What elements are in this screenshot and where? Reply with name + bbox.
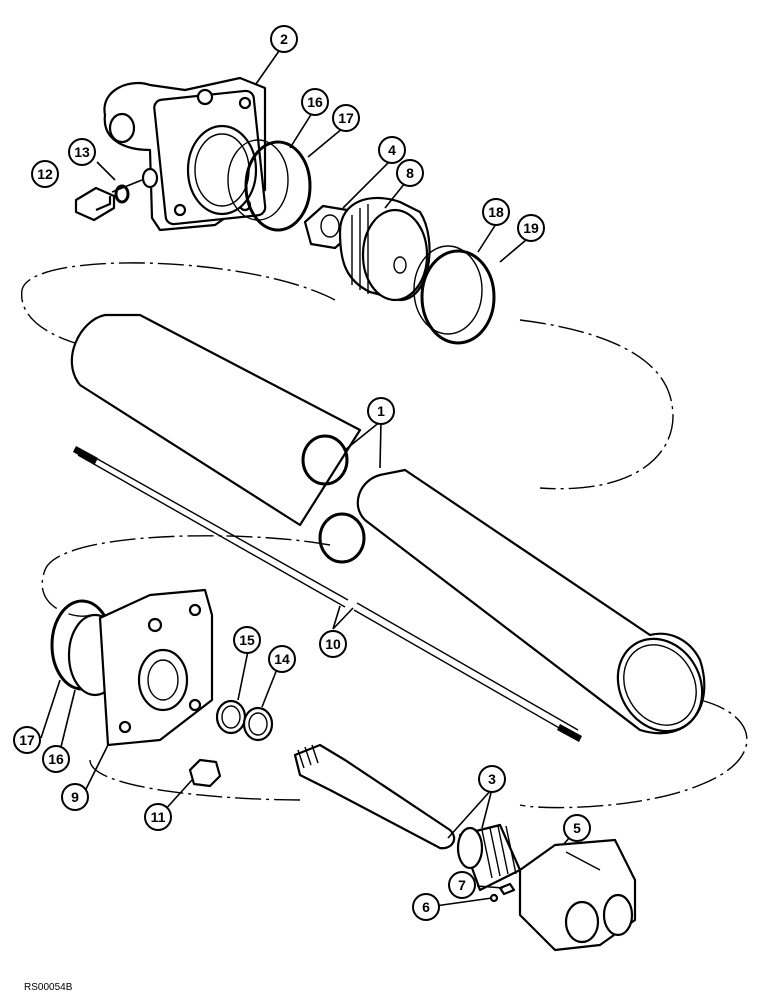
callout-15: 15 [233, 626, 261, 654]
callout-4: 4 [378, 136, 406, 164]
callout-2: 2 [270, 25, 298, 53]
svg-text:11: 11 [151, 809, 166, 825]
plug [74, 186, 116, 222]
svg-text:17: 17 [338, 110, 354, 126]
piston-seal-19 [420, 249, 496, 345]
tube-lower [318, 468, 706, 735]
callout-14: 14 [268, 645, 296, 673]
callout-11: 11 [144, 803, 172, 831]
callout-17-head: 17 [332, 104, 360, 132]
callout-16-base: 16 [42, 745, 70, 773]
callout-3: 3 [478, 765, 506, 793]
svg-text:6: 6 [422, 899, 430, 915]
svg-text:16: 16 [307, 94, 323, 110]
svg-text:3: 3 [488, 771, 496, 787]
svg-text:8: 8 [406, 165, 414, 181]
callout-13: 13 [68, 138, 96, 166]
tie-rod [73, 446, 582, 742]
svg-text:15: 15 [239, 632, 255, 648]
callout-16-head: 16 [301, 88, 329, 116]
o-ring-13 [114, 184, 130, 204]
leader-lines [40, 50, 578, 908]
o-ring-17-head [244, 140, 312, 232]
callout-8: 8 [396, 159, 424, 187]
piston-rod [293, 743, 522, 892]
callout-19: 19 [517, 214, 545, 242]
tube-break-ring-upper [301, 434, 349, 486]
svg-text:16: 16 [48, 751, 64, 767]
base-end-cap [50, 588, 214, 747]
callout-17-base: 17 [13, 726, 41, 754]
callout-12: 12 [31, 160, 59, 188]
svg-text:19: 19 [523, 220, 539, 236]
tube-upper [70, 313, 362, 527]
tube-break-ring-lower [318, 512, 366, 564]
svg-text:13: 13 [74, 144, 90, 160]
lock-nut-11 [188, 758, 222, 788]
svg-text:14: 14 [274, 651, 290, 667]
svg-text:9: 9 [71, 789, 79, 805]
callout-7: 7 [448, 871, 476, 899]
svg-text:17: 17 [19, 732, 35, 748]
svg-text:2: 2 [280, 31, 288, 47]
svg-text:12: 12 [37, 166, 53, 182]
svg-text:18: 18 [488, 204, 504, 220]
piston [338, 196, 431, 302]
callout-10: 10 [319, 630, 347, 658]
callout-5: 5 [563, 814, 591, 842]
svg-text:7: 7 [458, 877, 466, 893]
clevis [518, 838, 637, 952]
svg-text:10: 10 [325, 636, 341, 652]
figure-code: RS00054B [24, 982, 73, 993]
grease-fitting [498, 882, 516, 896]
callout-18: 18 [482, 198, 510, 226]
callout-6: 6 [412, 893, 440, 921]
svg-text:5: 5 [573, 820, 581, 836]
svg-text:1: 1 [377, 403, 385, 419]
svg-text:4: 4 [388, 142, 396, 158]
head-end-cap [103, 76, 267, 232]
callout-9: 9 [61, 783, 89, 811]
callout-1: 1 [367, 397, 395, 425]
backup-ring-18 [413, 245, 483, 335]
